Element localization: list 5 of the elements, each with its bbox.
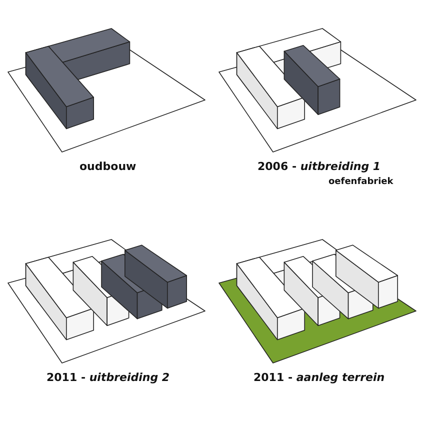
caption: 2011 - uitbreiding 2: [46, 371, 170, 384]
subcaption: oefenfabriek: [328, 177, 394, 187]
caption: 2011 - aanleg terrein: [254, 371, 385, 384]
caption: 2006 - uitbreiding 1: [258, 160, 381, 173]
caption: oudbouw: [80, 160, 136, 173]
